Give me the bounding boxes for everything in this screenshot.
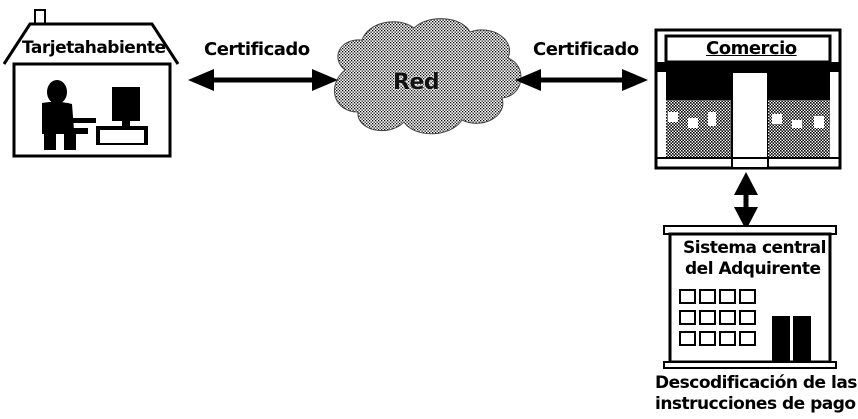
merchant-label: Comercio — [706, 38, 797, 59]
certificate-left-arrow — [188, 69, 338, 91]
acquirer-label-line2: del Adquirente — [685, 259, 821, 279]
decode-caption-line1: Descodificación de las — [655, 373, 857, 393]
network-label: Red — [393, 70, 440, 95]
decode-caption-line2: instrucciones de pago — [655, 394, 856, 414]
cardholder-label: Tarjetahabiente — [22, 38, 166, 58]
certificate-left-label: Certificado — [204, 39, 310, 60]
cardholder-house-icon — [2, 9, 180, 158]
certificate-right-label: Certificado — [533, 39, 639, 60]
acquirer-building-icon — [663, 225, 837, 369]
certificate-right-arrow — [515, 69, 648, 91]
network-cloud-icon — [334, 18, 522, 135]
acquirer-label-line1: Sistema central — [683, 238, 826, 258]
merchant-acquirer-arrow — [734, 172, 758, 230]
merchant-store-icon — [654, 28, 842, 170]
building-windows — [679, 289, 756, 346]
